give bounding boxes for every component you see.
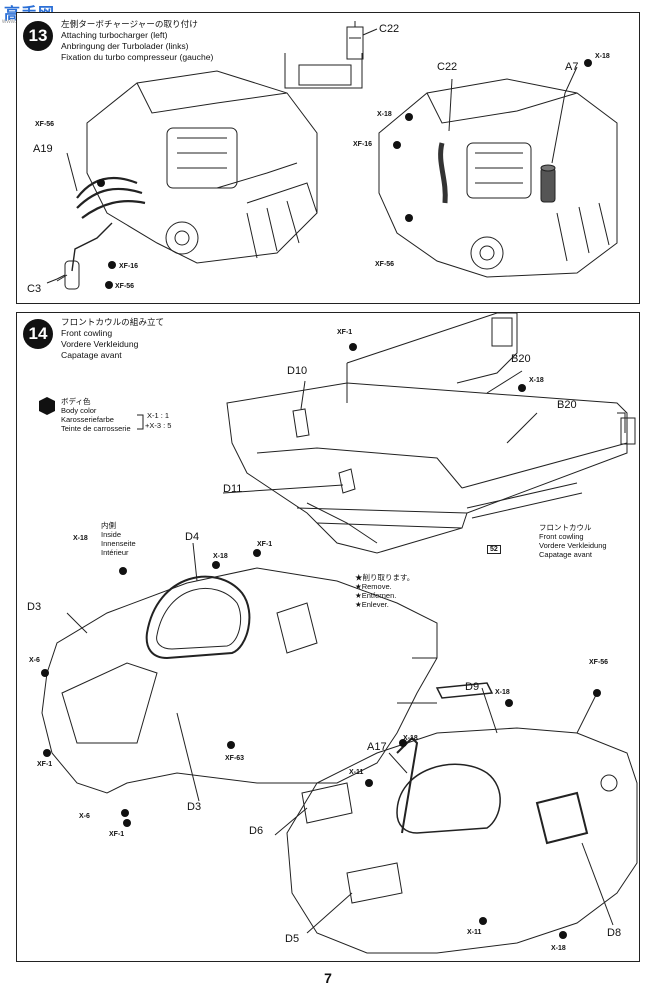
remove-en: ★Remove. [355,582,392,591]
label-c3: C3 [27,283,42,295]
paint-mix-2: +X-3 : 5 [145,421,172,430]
screw-xf1-l: XF-1 [37,761,53,768]
screw-xf16-a: XF-16 [119,263,139,270]
remove-de: ★Entfernen. [355,591,397,600]
screw-x18-d4: X-18 [213,553,228,560]
step-14-drawing [39,313,638,954]
screw-xf56-a: XF-56 [35,121,55,128]
step-13-badge: 13 [23,21,53,51]
paint-body-color-jp: ボディ色 [61,397,91,406]
screw-x6-a: X-6 [29,657,40,664]
label-d10: D10 [287,365,308,377]
label-d4: D4 [185,531,200,543]
screw-x6-b: X-6 [79,813,90,820]
remove-jp: ★削り取ります。 [355,573,415,582]
label-a19: A19 [33,143,53,155]
screw-x18-b20: X-18 [529,377,544,384]
step-13-title-jp: 左側ターボチャージャーの取り付け [61,19,198,29]
step-14-panel: 14 フロントカウルの組み立て Front cowling Vordere Ve… [16,312,640,962]
step-14-title-fr: Capatage avant [61,350,122,360]
step-13-panel: 13 左側ターボチャージャーの取り付け Attaching turbocharg… [16,12,640,304]
screw-x11-a: X-11 [349,769,364,776]
label-d8: D8 [607,927,622,939]
label-a17: A17 [367,741,387,753]
screw-xf56: XF-56 [589,659,609,666]
screw-xf1-b: XF-1 [109,831,125,838]
label-b20-a: B20 [511,353,531,365]
paint-body-color-en: Body color [61,406,97,415]
screw-xf56-c: XF-56 [375,261,395,268]
label-d6: D6 [249,825,264,837]
screw-x11-b: X-11 [467,929,482,936]
remove-fr: ★Enlever. [355,600,389,609]
inside-paint: X-18 [73,535,88,542]
label-d5: D5 [285,933,300,945]
step-13-title-en: Attaching turbocharger (left) [61,30,168,40]
label-d3-a: D3 [27,601,42,613]
step-14-title-en: Front cowling [61,328,113,338]
front-cowling-fr: Capatage avant [539,550,592,559]
paint-body-color-de: Karosseriefarbe [61,415,114,424]
inside-fr: Intérieur [101,548,129,557]
step-14-title-de: Vordere Verkleidung [61,339,139,349]
inside-jp: 内側 [101,521,116,530]
screw-x18-d9: X-18 [495,689,510,696]
front-cowling-en: Front cowling [539,532,584,541]
screw-xf63: XF-63 [225,755,245,762]
label-b20-b: B20 [557,399,577,411]
screw-xf56-b: XF-56 [115,283,135,290]
label-a7: A7 [565,61,579,73]
screw-x18-a17: X-18 [403,735,418,742]
inside-en: Inside [101,530,122,539]
step-13-title-fr: Fixation du turbo compresseur (gauche) [61,52,214,62]
step-14-title-jp: フロントカウルの組み立て [61,317,165,327]
label-d11: D11 [223,483,243,495]
screw-xf1-top: XF-1 [337,329,353,336]
front-cowling-jp: フロントカウル [539,523,592,532]
paint-mix-1: X-1 : 1 [147,411,170,420]
step-14-badge: 14 [23,319,53,349]
label-d3-b: D3 [187,801,202,813]
screw-x18-bot: X-18 [551,945,566,952]
label-c22-right: C22 [437,61,458,73]
screw-x18-b: X-18 [595,53,610,60]
page-number: 7 [324,970,332,986]
label-d9: D9 [465,681,480,693]
screw-x18-a: X-18 [377,111,392,118]
step-13-title-de: Anbringung der Turbolader (links) [61,41,189,51]
paint-body-color-fr: Teinte de carrosserie [61,424,131,433]
inside-de: Innenseite [101,539,136,548]
front-cowling-de: Vordere Verkleidung [539,541,607,550]
screw-xf1-d4: XF-1 [257,541,273,548]
screw-xf16-b: XF-16 [353,141,373,148]
step-13-drawing [46,21,618,290]
label-c22-top: C22 [379,23,400,35]
decal-52-badge: 52 [487,545,501,554]
